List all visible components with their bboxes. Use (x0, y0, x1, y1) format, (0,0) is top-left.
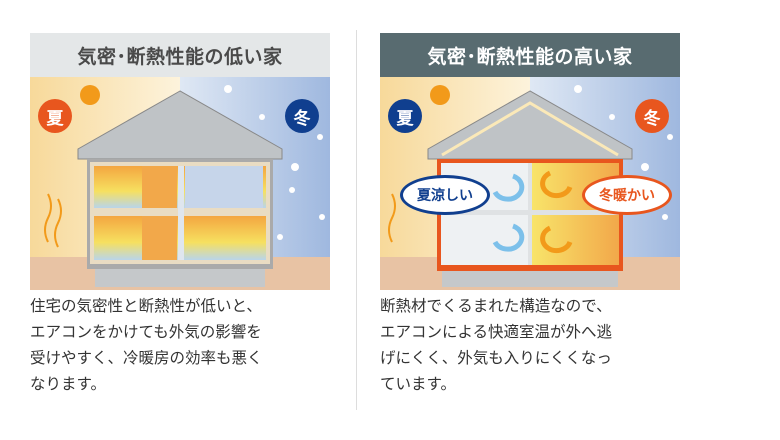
winter-badge: 冬 (635, 99, 669, 133)
winter-warm-label: 冬暖かい (582, 175, 672, 215)
description: 断熱材でくるまれた構造なので、 エアコンによる快適室温が外へ逃 げにくく、外気も… (380, 293, 680, 397)
description-line: げにくく、外気も入りにくくなっ (380, 349, 612, 367)
description-line: 住宅の気密性と断熱性が低いと、 (30, 297, 262, 315)
sun-icon (430, 85, 450, 105)
house-illustration-low: 夏 冬 (30, 77, 330, 290)
summer-cool-label: 夏涼しい (400, 175, 490, 215)
description: 住宅の気密性と断熱性が低いと、 エアコンをかけても外気の影響を 受けやすく、冷暖… (30, 293, 330, 397)
description-line: エアコンによる快適室温が外へ逃 (380, 323, 613, 341)
panel-title: 気密･断熱性能の高い家 (380, 33, 680, 77)
description-line: ています。 (380, 375, 456, 393)
winter-badge: 冬 (285, 99, 319, 133)
description-line: なります。 (30, 375, 106, 393)
sun-icon (80, 85, 100, 105)
description-line: エアコンをかけても外気の影響を (30, 323, 262, 341)
low-performance-panel: 気密･断熱性能の低い家 夏 冬 (30, 33, 330, 393)
panel-title: 気密･断熱性能の低い家 (30, 33, 330, 77)
high-performance-panel: 気密･断熱性能の高い家 夏 (380, 33, 680, 393)
summer-badge: 夏 (38, 99, 72, 133)
divider (356, 30, 357, 410)
summer-badge: 夏 (388, 99, 422, 133)
description-line: 断熱材でくるまれた構造なので、 (380, 297, 612, 315)
house-illustration-high: 夏 冬 夏涼しい 冬暖かい (380, 77, 680, 290)
description-line: 受けやすく、冷暖房の効率も悪く (30, 349, 263, 367)
